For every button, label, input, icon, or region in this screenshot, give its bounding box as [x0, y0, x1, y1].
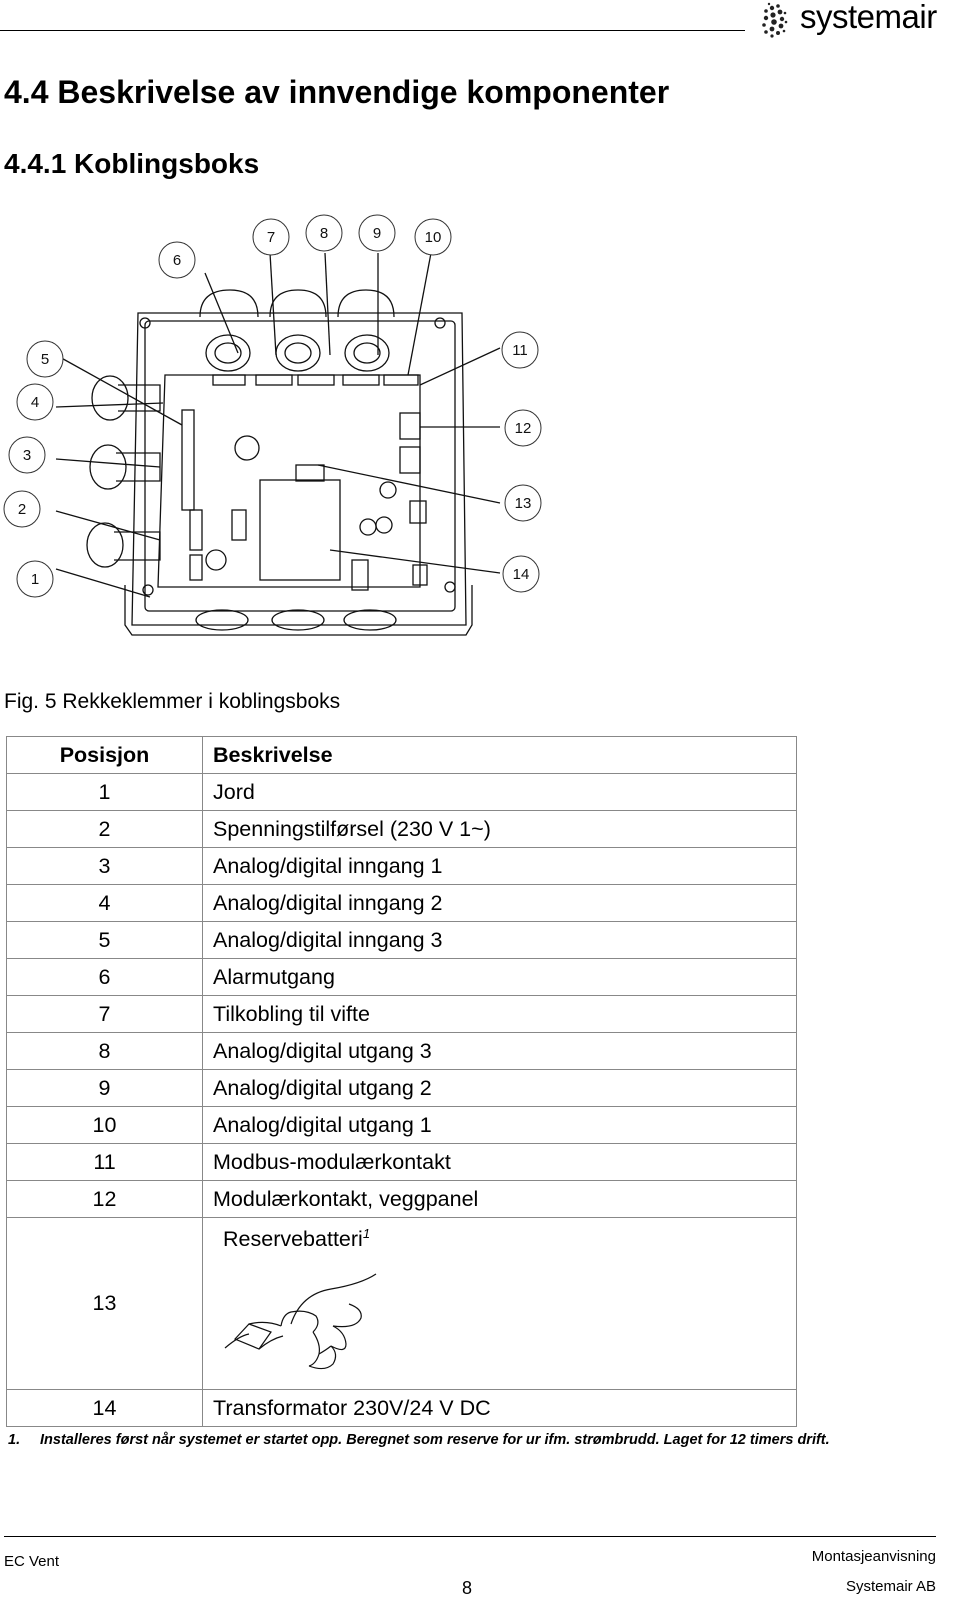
brand-name: systemair: [800, 0, 937, 35]
description-cell: Transformator 230V/24 V DC: [202, 1389, 797, 1427]
description-cell: Analog/digital utgang 3: [202, 1032, 797, 1070]
header-rule: [0, 30, 745, 31]
callout-5: 5: [41, 351, 49, 368]
callout-8: 8: [320, 225, 328, 242]
callout-3: 3: [23, 447, 31, 464]
position-cell: 1: [6, 773, 203, 811]
table-row: 2 Spenningstilførsel (230 V 1~): [6, 810, 797, 848]
callout-10: 10: [425, 229, 442, 246]
table-row: 8 Analog/digital utgang 3: [6, 1032, 797, 1070]
callout-1: 1: [31, 571, 39, 588]
description-cell: Tilkobling til vifte: [202, 995, 797, 1033]
header-description: Beskrivelse: [202, 736, 797, 774]
section-title: 4.4 Beskrivelse av innvendige komponente…: [4, 74, 670, 110]
callout-12: 12: [515, 420, 532, 437]
systemair-logo-icon: [762, 2, 788, 38]
description-cell: Analog/digital utgang 1: [202, 1106, 797, 1144]
footnote-text: Installeres først når systemet er starte…: [40, 1432, 830, 1448]
table-row: 4 Analog/digital inngang 2: [6, 884, 797, 922]
footer-rule: [4, 1536, 936, 1537]
description-cell: Reservebatteri1: [202, 1217, 797, 1390]
position-cell: 6: [6, 958, 203, 996]
position-cell: 4: [6, 884, 203, 922]
footnote: 1. Installeres først når systemet er star…: [8, 1432, 830, 1448]
table-row: 3 Analog/digital inngang 1: [6, 847, 797, 885]
battery-text: Reservebatteri: [223, 1227, 363, 1252]
footnote-number: 1.: [8, 1432, 21, 1448]
callout-9: 9: [373, 225, 381, 242]
callout-11: 11: [512, 342, 528, 359]
table-row: 1 Jord: [6, 773, 797, 811]
position-cell: 8: [6, 1032, 203, 1070]
junction-box-diagram: 1 2 3 4 5 6 7 8 9 10 11 12 13 14: [3, 214, 542, 636]
description-cell: Alarmutgang: [202, 958, 797, 996]
position-cell: 11: [6, 1143, 203, 1181]
callout-6: 6: [173, 252, 181, 269]
position-cell: 10: [6, 1106, 203, 1144]
table-row: 9 Analog/digital utgang 2: [6, 1069, 797, 1107]
table-row: 11 Modbus-modulærkontakt: [6, 1143, 797, 1181]
battery-label: Reservebatteri1: [223, 1226, 370, 1252]
position-cell: 12: [6, 1180, 203, 1218]
description-cell: Analog/digital utgang 2: [202, 1069, 797, 1107]
table-header-row: Posisjon Beskrivelse: [6, 736, 797, 774]
callout-14: 14: [513, 566, 530, 583]
footer-doc-type: Montasjeanvisning: [811, 1548, 936, 1565]
table-row: 12 Modulærkontakt, veggpanel: [6, 1180, 797, 1218]
description-cell: Jord: [202, 773, 797, 811]
table-row: 13 Reservebatteri1: [6, 1217, 797, 1390]
table-row: 14 Transformator 230V/24 V DC: [6, 1389, 797, 1427]
callout-4: 4: [31, 394, 39, 411]
hand-inserting-battery-icon: [224, 1273, 377, 1370]
table-row: 5 Analog/digital inngang 3: [6, 921, 797, 959]
position-cell: 5: [6, 921, 203, 959]
footer-product: EC Vent: [4, 1553, 60, 1570]
callout-13: 13: [515, 495, 532, 512]
footer-company: Systemair AB: [845, 1578, 936, 1595]
position-cell: 2: [6, 810, 203, 848]
position-cell: 14: [6, 1389, 203, 1427]
position-cell: 3: [6, 847, 203, 885]
position-cell: 13: [6, 1217, 203, 1390]
figure-caption: Fig. 5 Rekkeklemmer i koblingsboks: [4, 690, 341, 713]
description-cell: Modbus-modulærkontakt: [202, 1143, 797, 1181]
table-row: 6 Alarmutgang: [6, 958, 797, 996]
description-cell: Analog/digital inngang 2: [202, 884, 797, 922]
subsection-title: 4.4.1 Koblingsboks: [4, 148, 260, 179]
page-number: 8: [462, 1578, 473, 1598]
description-cell: Analog/digital inngang 3: [202, 921, 797, 959]
description-cell: Analog/digital inngang 1: [202, 847, 797, 885]
header-position: Posisjon: [6, 736, 203, 774]
callout-7: 7: [267, 229, 275, 246]
table-row: 10 Analog/digital utgang 1: [6, 1106, 797, 1144]
footnote-ref: 1: [362, 1226, 371, 1241]
description-cell: Spenningstilførsel (230 V 1~): [202, 810, 797, 848]
description-cell: Modulærkontakt, veggpanel: [202, 1180, 797, 1218]
position-cell: 9: [6, 1069, 203, 1107]
position-cell: 7: [6, 995, 203, 1033]
table-row: 7 Tilkobling til vifte: [6, 995, 797, 1033]
components-table: Posisjon Beskrivelse 1 Jord 2 Spenningst…: [6, 736, 797, 1427]
callout-2: 2: [18, 501, 26, 518]
